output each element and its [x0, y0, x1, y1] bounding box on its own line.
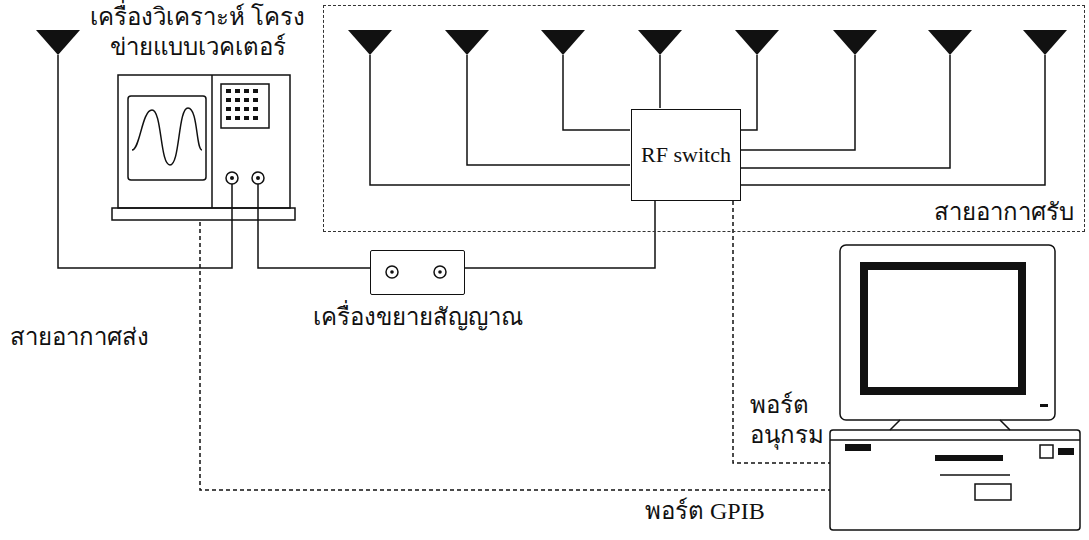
key [226, 98, 231, 102]
monitor-screen [864, 266, 1022, 391]
amplifier-connectors [386, 266, 446, 278]
port-connector [226, 172, 238, 184]
antenna-wire [467, 55, 630, 165]
computer-case-drawing [830, 430, 1080, 530]
antenna-wire [740, 55, 1045, 185]
antenna-wire [740, 55, 757, 130]
computer-details [845, 404, 1074, 461]
antenna-region: สายอากาศรับ RF switch [323, 5, 1085, 232]
instrument-screen [128, 96, 206, 180]
antenna-symbol [833, 30, 877, 55]
antenna-symbol [348, 30, 392, 55]
amp-connector [434, 266, 446, 278]
antenna-symbol [445, 30, 489, 55]
rf-cable [465, 201, 655, 268]
computer-drawing [830, 245, 1080, 530]
transmit-wire [58, 55, 232, 268]
antenna-symbol [735, 30, 779, 55]
control-link [200, 222, 830, 490]
antenna-wire [563, 55, 630, 130]
key [226, 89, 231, 93]
amplifier: เครื่องขยายสัญญาณ [290, 248, 545, 343]
keypad-keys [226, 89, 260, 180]
antenna-symbol [541, 30, 585, 55]
antenna-symbol [638, 30, 682, 55]
analyzer-heading: เครื่องวิเคราะห์ โครงข่ายแบบเวคเตอร์ [70, 2, 325, 62]
port-pin [256, 176, 260, 180]
amplifier-label: เครื่องขยายสัญญาณ [290, 302, 545, 332]
port-wire [257, 184, 259, 222]
gpib-port-label: พอร์ต GPIB [645, 496, 765, 526]
key [235, 89, 240, 93]
computer-case [830, 430, 1080, 530]
key [235, 116, 240, 120]
power-led [1040, 404, 1048, 407]
amp-pin [390, 270, 394, 274]
key [226, 116, 231, 120]
monitor-stand [890, 420, 1010, 430]
antenna-wire [370, 55, 630, 185]
amplifier-pins [390, 270, 442, 274]
network-analyzer: เครื่องวิเคราะห์ โครงข่ายแบบเวคเตอร์ [70, 0, 325, 222]
port-connector [252, 172, 264, 184]
port-pin [230, 176, 234, 180]
monitor-housing [840, 245, 1055, 420]
antenna-wire [659, 55, 661, 108]
key [253, 116, 258, 120]
computer: พอร์ต อนุกรมพอร์ต GPIB [640, 240, 1085, 535]
key [244, 89, 249, 93]
rf-cable [258, 222, 370, 268]
drive-slot [940, 474, 1010, 476]
case-slot [845, 444, 871, 451]
antenna-wire [740, 55, 855, 150]
antenna-symbol [1023, 30, 1067, 55]
region-label: สายอากาศรับ [934, 197, 1074, 227]
instrument-body [118, 75, 290, 208]
key [235, 107, 240, 111]
key [244, 116, 249, 120]
case-button [1040, 445, 1053, 458]
drive-bay [975, 484, 1011, 500]
case-edge [830, 439, 1080, 441]
key [244, 98, 249, 102]
key [253, 89, 258, 93]
case-slot [1058, 448, 1074, 455]
antenna-wires [58, 55, 1045, 268]
drive-slot [935, 455, 1003, 461]
instrument-base [112, 208, 295, 220]
transmit-antenna-symbol [36, 30, 80, 55]
amp-pin [438, 270, 442, 274]
antenna-wire [740, 55, 950, 168]
key [253, 98, 258, 102]
antenna-label: สายอากาศส่ง [10, 322, 149, 352]
amplifier-body [370, 250, 465, 295]
analyzer-instrument [112, 75, 295, 220]
panel-divider [211, 75, 213, 208]
amp-connector [386, 266, 398, 278]
antenna-symbol [928, 30, 972, 55]
rf-switch-box: RF switch [631, 109, 741, 201]
serial-port-label: พอร์ต อนุกรม [750, 390, 838, 450]
key [253, 107, 258, 111]
key [244, 107, 249, 111]
key [235, 98, 240, 102]
screen-trace [132, 108, 202, 165]
keypad [221, 84, 269, 128]
switch-label: RF switch [641, 141, 731, 169]
key [226, 107, 231, 111]
